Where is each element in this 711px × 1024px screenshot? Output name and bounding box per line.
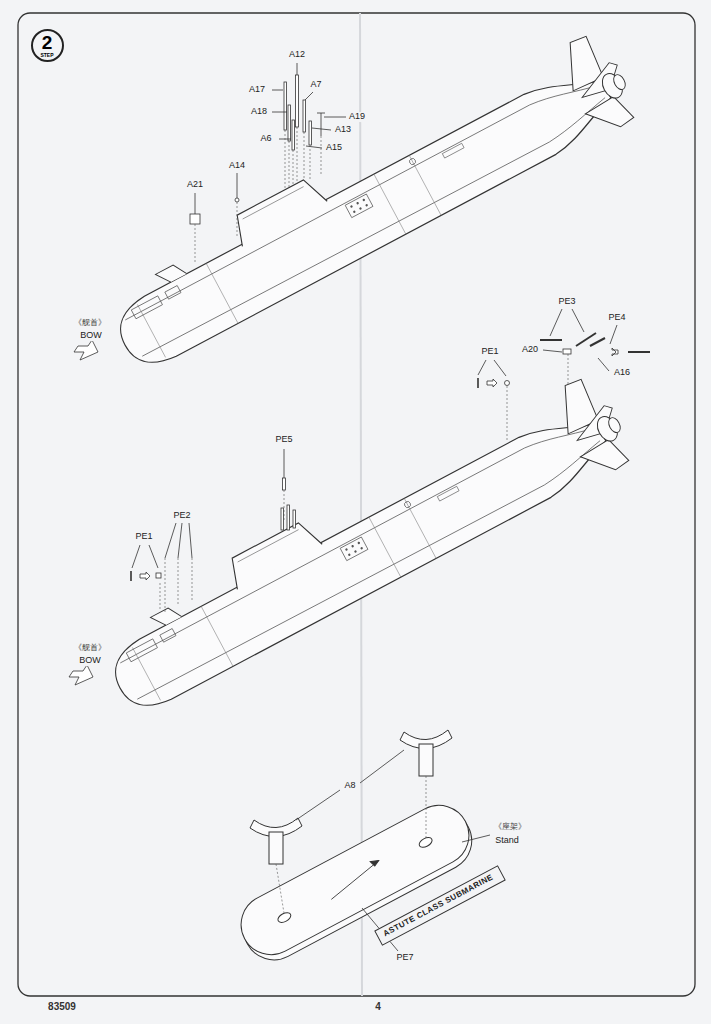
node-subtitle: STEP: [33, 53, 62, 58]
part-callout: PE1: [480, 347, 499, 357]
part-callout: PE7: [395, 953, 414, 963]
step-badge: 2STEP: [31, 29, 64, 62]
stand-label-zh: 《座架》: [493, 823, 527, 832]
node-title: ASTUTE CLASS SUBMARINE: [382, 871, 497, 938]
part-callout: PE2: [172, 511, 191, 521]
part-callout: A12: [288, 50, 306, 60]
kit-number: 83509: [47, 1001, 77, 1012]
part-callout: A19: [348, 112, 366, 122]
part-callout: PE1: [134, 532, 153, 542]
part-callout: A15: [325, 143, 343, 153]
bow-label: BOW: [79, 331, 103, 341]
part-callout: A20: [521, 345, 539, 355]
part-callout: PE3: [557, 297, 576, 307]
part-callout: A18: [250, 107, 268, 117]
part-callout: A8: [343, 781, 356, 791]
part-callout: A16: [613, 368, 631, 378]
part-callout: A6: [259, 134, 272, 144]
part-callout: PE4: [607, 313, 626, 323]
stand-label: Stand: [494, 836, 520, 846]
part-callout: A14: [228, 161, 246, 171]
page-number: 4: [374, 1001, 382, 1012]
part-callout: PE5: [274, 435, 293, 445]
bow-label-zh: 《舰首》: [73, 319, 107, 328]
bow-label: BOW: [78, 656, 102, 666]
part-callout: A21: [186, 180, 204, 190]
name-plate: ASTUTE CLASS SUBMARINE: [374, 865, 506, 946]
part-callout: A17: [248, 85, 266, 95]
bow-label-zh: 《舰首》: [73, 644, 107, 653]
node-title: 2: [33, 33, 62, 53]
part-callout: A7: [309, 80, 322, 90]
part-callout: A13: [334, 125, 352, 135]
